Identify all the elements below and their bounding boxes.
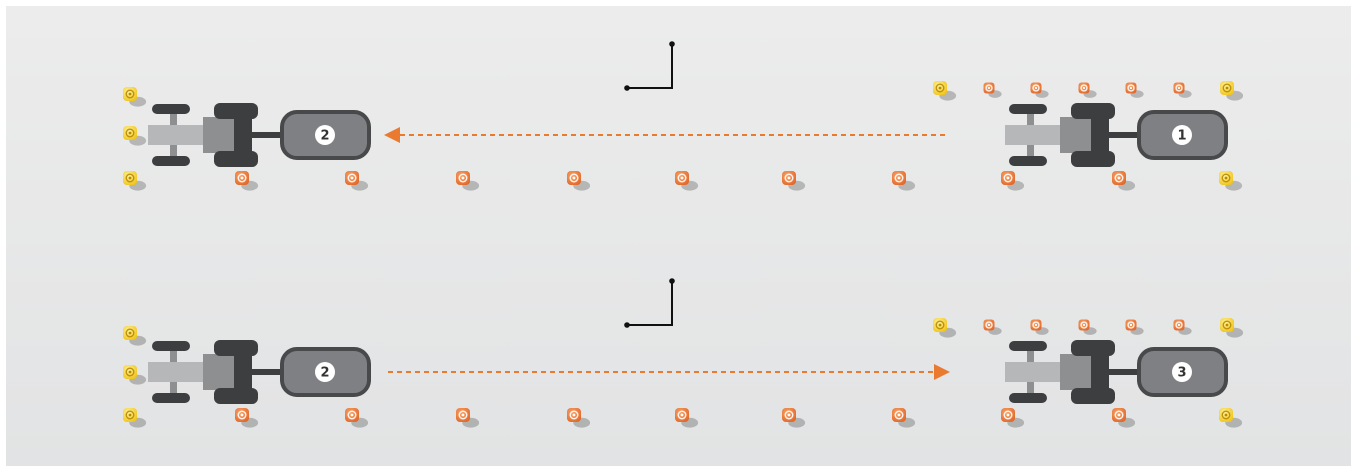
diagram-background: [6, 6, 1351, 466]
implement-number-label: 1: [1177, 129, 1186, 144]
implement-number-label: 2: [320, 129, 329, 144]
implement-number-label: 3: [1177, 366, 1186, 381]
implement-number-label: 2: [320, 366, 329, 381]
